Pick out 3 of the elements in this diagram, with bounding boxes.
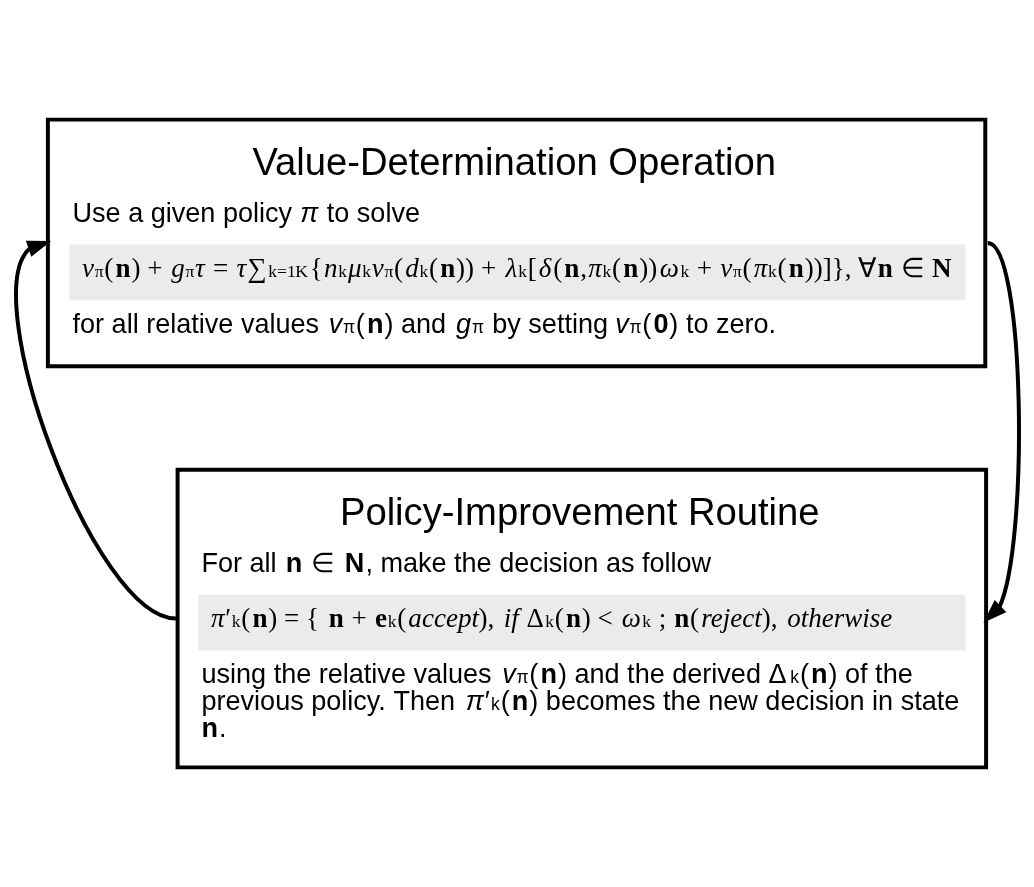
arrow	[982, 241, 1021, 623]
node-box: Value-Determination Operation Use a given policy π to solve vπ(n) + gπτ = τ∑k=1K{nkμkvπ(dk(n)) + λk[δ(n,πk(n))ωk + vπ(πk(n))]}, ∀n ∈ N for all relative values vπ(n) and gπ by setting vπ(0) to zero.	[45, 117, 987, 369]
arrow	[13, 240, 177, 621]
